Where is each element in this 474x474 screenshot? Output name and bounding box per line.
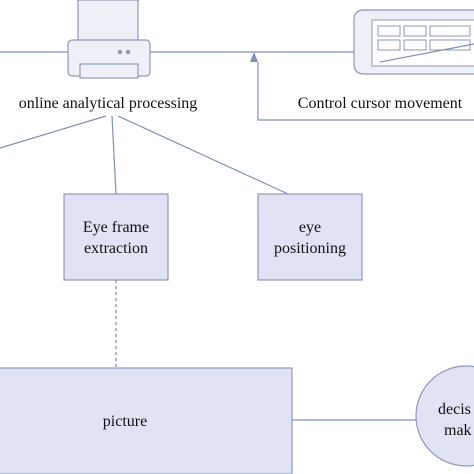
- printer-icon: [67, 0, 151, 79]
- eye-frame-extraction-box: Eye frame extraction: [63, 193, 169, 281]
- control-cursor-label: Control cursor movement: [298, 95, 463, 112]
- eye-frame-label-line-2: extraction: [84, 240, 148, 257]
- eye-positioning-label-line-2: positioning: [274, 240, 346, 257]
- decision-making-node: decis mak: [415, 365, 474, 467]
- eye-positioning-label-line-1: eye: [299, 219, 321, 236]
- feedback-connector: [257, 62, 474, 121]
- picture-label: picture: [103, 413, 147, 430]
- eye-frame-label-line-1: Eye frame: [83, 219, 149, 236]
- branch-line-eye-positioning: [117, 115, 289, 195]
- arrow-head-up: [250, 52, 258, 62]
- olap-label: online analytical processing: [19, 95, 198, 112]
- decision-label-line-2: mak: [444, 422, 472, 439]
- branch-line-eye-frame: [111, 115, 117, 195]
- tablet-icon: [353, 9, 474, 75]
- picture-box: picture: [0, 367, 293, 474]
- decision-label-line-1: decis: [438, 401, 471, 418]
- eye-positioning-box: eye positioning: [257, 193, 363, 281]
- branch-line-left: [0, 115, 107, 149]
